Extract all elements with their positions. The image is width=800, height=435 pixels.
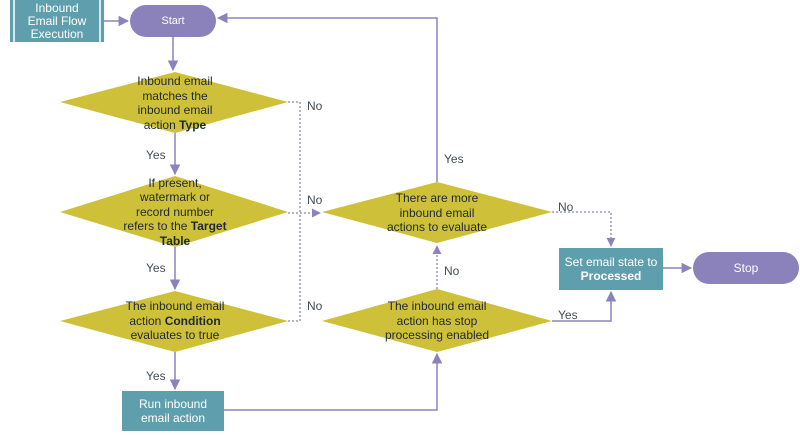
target-line: record number xyxy=(135,204,215,219)
condition-line-2: action Condition xyxy=(129,314,220,329)
stop-terminal xyxy=(693,252,799,284)
condition-keyword: Condition xyxy=(164,313,221,328)
set-state-box xyxy=(559,248,663,290)
target-keyword: Target xyxy=(190,219,227,234)
stop-proc-line: action has stop xyxy=(396,313,478,328)
run-action-box xyxy=(122,391,224,431)
type-no-connector xyxy=(288,101,301,213)
more-no-connector xyxy=(552,211,616,247)
stop-proc-line: The inbound email xyxy=(387,299,487,314)
condition-decision-text: The inbound email action Condition evalu… xyxy=(100,298,250,344)
stop-no-label: No xyxy=(444,264,460,278)
run-action-text: Run inbound email action xyxy=(122,391,224,431)
type-line: Inbound email xyxy=(137,74,213,88)
more-actions-text: There are more inbound email actions to … xyxy=(362,190,512,236)
type-keyword: Type xyxy=(179,117,207,132)
title-box-text: Inbound Email Flow Execution xyxy=(14,0,100,42)
more-line: inbound email xyxy=(399,205,475,220)
more-line: actions to evaluate xyxy=(386,220,488,235)
target-decision-diamond xyxy=(60,176,288,247)
condition-no-label: No xyxy=(307,299,323,313)
stop-yes-label: Yes xyxy=(558,308,578,322)
target-line-4: refers to the Target xyxy=(123,219,226,234)
condition-yes-label: Yes xyxy=(146,369,166,383)
set-state-text: Set email state to Processed xyxy=(559,248,663,290)
run-line: email action xyxy=(140,411,206,425)
target-line: If present, xyxy=(148,175,202,190)
stop-proc-line: processing enabled xyxy=(384,328,490,343)
target-keyword-2: Table xyxy=(159,233,191,248)
start-text: Start xyxy=(161,14,185,27)
title-box xyxy=(10,0,104,42)
type-decision-diamond xyxy=(60,72,288,133)
more-actions-diamond xyxy=(322,182,552,243)
stop-yes-to-set-state-connector xyxy=(552,290,617,322)
title-line: Inbound xyxy=(35,0,79,15)
title-line: Execution xyxy=(30,26,84,41)
more-yes-to-start-connector xyxy=(216,12,438,182)
condition-decision-diamond xyxy=(60,291,288,352)
processed-keyword: Processed xyxy=(580,269,642,283)
type-decision-text: Inbound email matches the inbound email … xyxy=(100,74,250,132)
type-line-4-plain: action xyxy=(143,117,180,132)
start-label: Start xyxy=(130,5,216,37)
title-line: Email Flow xyxy=(27,13,87,28)
type-yes-label: Yes xyxy=(146,148,166,162)
stop-text: Stop xyxy=(733,260,759,275)
target-yes-label: Yes xyxy=(146,261,166,275)
type-line: inbound email xyxy=(137,103,213,117)
stop-processing-diamond xyxy=(322,289,552,352)
more-line: There are more xyxy=(395,191,479,206)
run-line: Run inbound xyxy=(138,396,208,411)
more-no-label: No xyxy=(558,200,574,214)
stop-processing-text: The inbound email action has stop proces… xyxy=(362,298,512,344)
target-line: watermark or xyxy=(139,190,210,205)
target-line-4-plain: refers to the xyxy=(123,219,191,234)
target-decision-text: If present, watermark or record number r… xyxy=(100,176,250,248)
stop-label: Stop xyxy=(693,252,799,284)
type-no-label: No xyxy=(307,99,323,113)
condition-line: evaluates to true xyxy=(130,328,220,343)
run-to-stop-processing-connector xyxy=(224,352,443,411)
start-terminal xyxy=(130,5,216,37)
type-line: matches the xyxy=(142,88,208,103)
condition-no-connector xyxy=(288,213,301,322)
type-line-4: action Type xyxy=(144,118,206,133)
condition-line: The inbound email xyxy=(125,299,225,314)
target-no-label: No xyxy=(307,193,323,207)
set-state-line: Set email state to xyxy=(564,254,658,269)
condition-line-2-plain: action xyxy=(129,313,165,328)
more-yes-label: Yes xyxy=(444,152,464,166)
